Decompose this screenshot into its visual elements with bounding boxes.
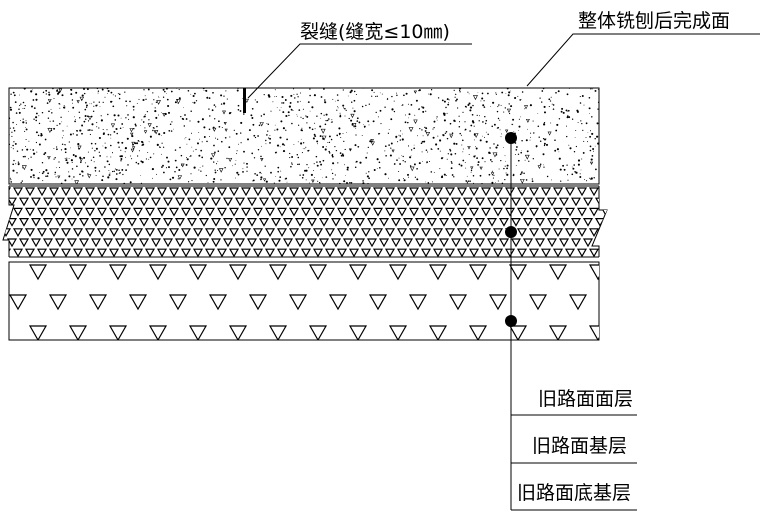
finished-surface-label: 整体铣刨后完成面 — [578, 10, 730, 32]
subbase-layer-dot — [505, 315, 517, 327]
stipple-pattern — [9, 88, 599, 184]
surface-layer — [8, 87, 600, 185]
base-layer — [2, 185, 608, 258]
crack-label: 裂缝(缝宽≤10㎜) — [300, 21, 450, 43]
base-layer-dot — [505, 226, 517, 238]
surface-layer-dot — [505, 132, 517, 144]
base-layer-label: 旧路面基层 — [532, 435, 627, 457]
subbase-layer — [8, 261, 600, 341]
layer-label-table: 旧路面面层 旧路面基层 旧路面底基层 — [511, 388, 637, 511]
crack-leader-line — [247, 43, 472, 99]
subbase-layer-label: 旧路面底基层 — [517, 482, 631, 504]
surface-layer-label: 旧路面面层 — [538, 388, 633, 410]
large-triangle-pattern — [9, 264, 599, 340]
finished-surface-leader-line — [526, 33, 760, 87]
small-triangle-pattern — [3, 187, 607, 257]
crack-mark — [243, 88, 246, 113]
